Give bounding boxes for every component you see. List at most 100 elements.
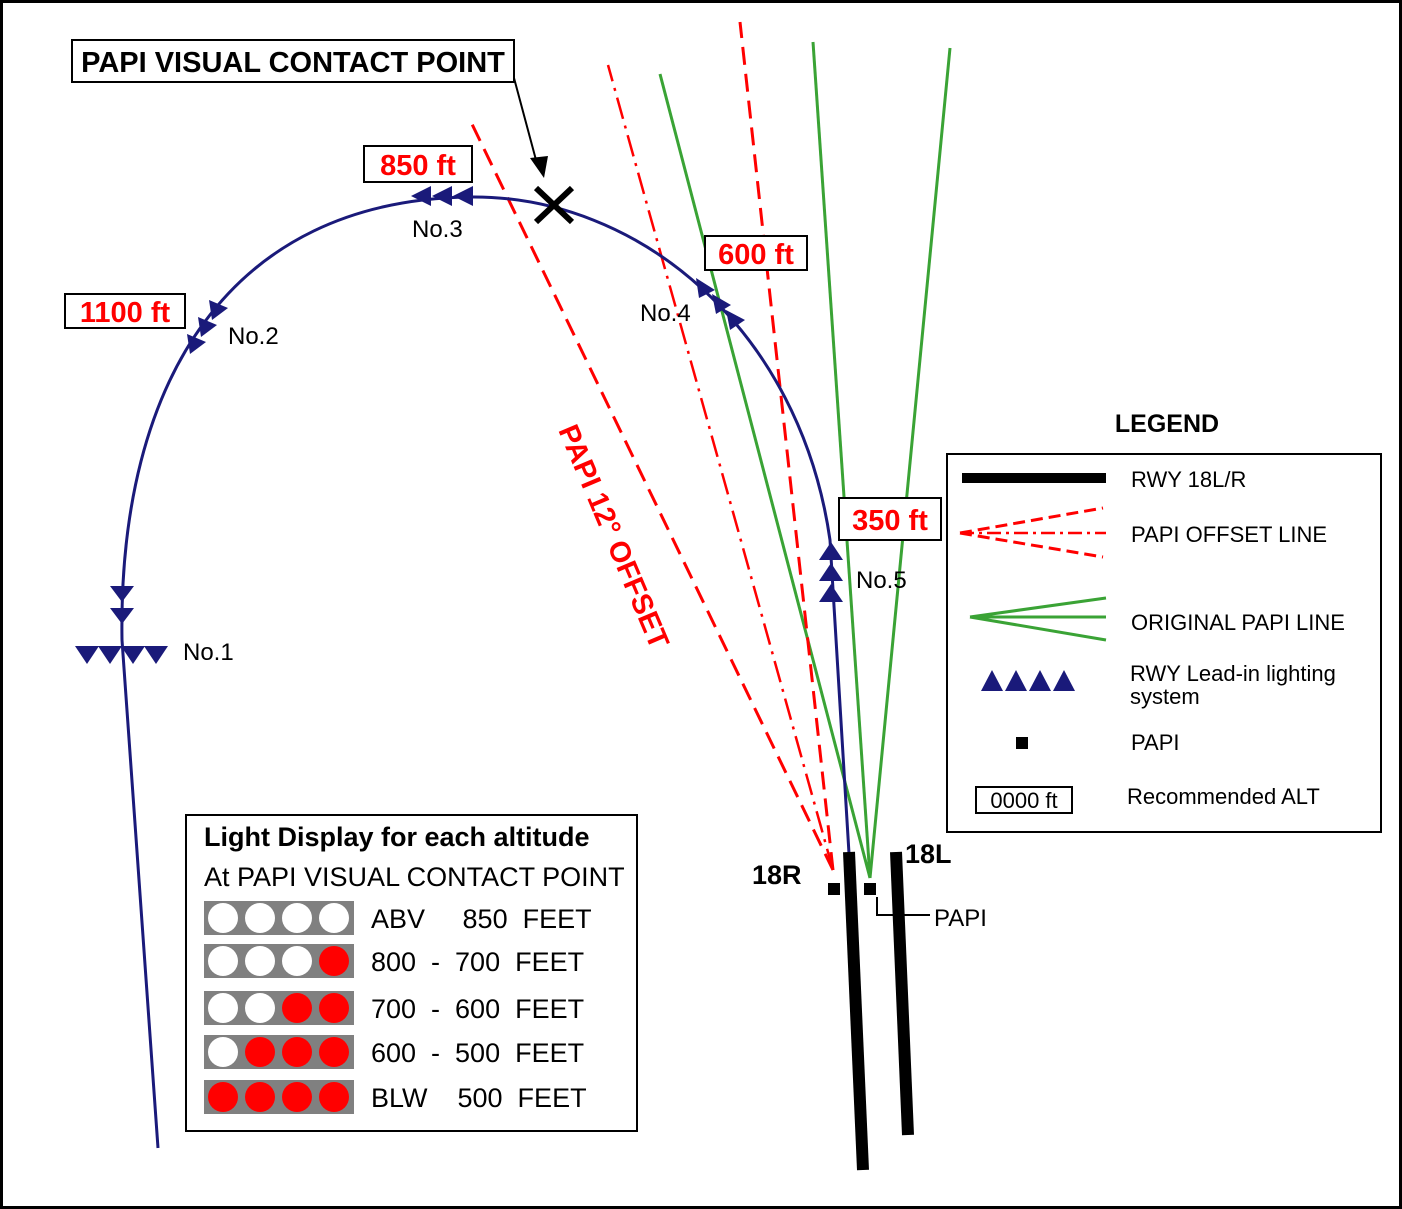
lead-in-no4-light xyxy=(712,294,731,314)
legend-original-symbol xyxy=(969,596,1107,642)
light-display-row-label: ABV 850 FEET xyxy=(371,904,592,934)
lead-in-no3-light xyxy=(432,186,452,206)
lead-in-markers xyxy=(75,186,843,664)
contact-point-x xyxy=(533,185,575,225)
lead-in-no5-light xyxy=(819,563,843,581)
offset-line-left xyxy=(468,119,835,871)
legend-papi-label: PAPI xyxy=(1131,730,1180,755)
legend-lead-in-label: RWY Lead-in lighting xyxy=(1130,661,1336,686)
papi-label: PAPI xyxy=(934,905,987,932)
papi-red-light xyxy=(245,1082,275,1112)
lead-in-no3-light xyxy=(453,186,473,206)
lead-in-label-no3: No.3 xyxy=(412,216,463,243)
papi-red-light xyxy=(245,1037,275,1067)
lead-in-no1-light xyxy=(98,646,122,664)
lead-in-no3-light xyxy=(411,186,431,206)
papi-leader xyxy=(876,897,930,916)
light-display-row-label: 600 - 500 FEET xyxy=(371,1038,584,1068)
legend-title: LEGEND xyxy=(1115,410,1219,438)
legend-offset-label: PAPI OFFSET LINE xyxy=(1131,522,1327,547)
lead-in-label-no1: No.1 xyxy=(183,639,234,666)
offset-line-right xyxy=(738,21,835,871)
altitude-box-1100 xyxy=(64,293,186,329)
papi-white-light xyxy=(208,993,238,1023)
papi-white-light xyxy=(208,946,238,976)
altitude-box-600 xyxy=(704,235,808,271)
title-box xyxy=(71,39,515,83)
legend-alt-sample-box xyxy=(975,786,1073,814)
runway-label-18l: 18L xyxy=(905,839,952,869)
original-papi-lines xyxy=(658,41,952,879)
light-display-row: 600 - 500 FEET xyxy=(204,1035,584,1069)
light-display-title: Light Display for each altitude xyxy=(204,822,590,852)
lead-in-label-no5: No.5 xyxy=(856,567,907,594)
legend-lead-in-symbol xyxy=(981,670,1075,691)
lead-in-label-no4: No.4 xyxy=(640,300,691,327)
papi-white-light xyxy=(319,903,349,933)
papi-red-light xyxy=(319,993,349,1023)
legend-offset-symbol xyxy=(959,506,1106,559)
papi-offset-lines xyxy=(468,21,835,871)
lead-in-no1-light xyxy=(144,646,168,664)
lead-in-no2-light xyxy=(209,300,228,320)
lead-in-no5-light xyxy=(819,542,843,560)
lead-in-no5-light xyxy=(819,584,843,602)
papi-white-light xyxy=(208,903,238,933)
offset-label: PAPI 12° OFFSET xyxy=(552,420,675,654)
papi-red-light xyxy=(319,946,349,976)
lead-in-no4-light xyxy=(696,278,715,298)
legend-box xyxy=(946,453,1382,833)
papi-red-light xyxy=(282,1037,312,1067)
light-display-row: 800 - 700 FEET xyxy=(204,944,584,978)
runway-label-18r: 18R xyxy=(752,860,802,890)
legend-rwy-label: RWY 18L/R xyxy=(1131,467,1246,492)
altitude-1100: 1100 ft xyxy=(80,297,171,329)
page-title: PAPI VISUAL CONTACT POINT xyxy=(81,47,505,79)
light-display-subtitle: At PAPI VISUAL CONTACT POINT xyxy=(204,862,625,892)
lead-in-no2-light xyxy=(198,317,217,337)
original-papi-line-left xyxy=(658,73,872,879)
runway-18l xyxy=(890,851,914,1136)
altitude-box-850 xyxy=(363,145,473,183)
lead-in-no2-light xyxy=(187,334,206,354)
lead-in-label-no2: No.2 xyxy=(228,323,279,350)
papi-18r-marker xyxy=(828,883,840,895)
lead-in-no4-light xyxy=(726,310,745,330)
lead-in-no1-light xyxy=(121,646,145,664)
legend-alt-sample: 0000 ft xyxy=(990,788,1057,813)
papi-white-light xyxy=(245,993,275,1023)
altitude-600: 600 ft xyxy=(718,239,794,271)
light-display-row: BLW 500 FEET xyxy=(204,1080,587,1114)
legend-lead-in-label-2: system xyxy=(1130,684,1200,709)
legend-papi-symbol xyxy=(1016,737,1028,749)
runway-18r xyxy=(843,851,869,1171)
papi-red-light xyxy=(282,993,312,1023)
papi-white-light xyxy=(208,1037,238,1067)
light-display-row-label: 700 - 600 FEET xyxy=(371,994,584,1024)
papi-white-light xyxy=(245,903,275,933)
lead-in-no1-light xyxy=(75,646,99,664)
light-display-row-label: 800 - 700 FEET xyxy=(371,947,584,977)
papi-red-light xyxy=(319,1082,349,1112)
altitude-box-350 xyxy=(838,497,942,541)
altitude-850: 850 ft xyxy=(380,150,456,182)
papi-red-light xyxy=(208,1082,238,1112)
lead-in-no1-arrow xyxy=(110,608,134,624)
contact-pointer-line xyxy=(513,77,537,161)
original-papi-line-right xyxy=(868,47,952,879)
offset-line-center xyxy=(606,64,835,871)
light-display-row-label: BLW 500 FEET xyxy=(371,1083,587,1113)
legend-original-label: ORIGINAL PAPI LINE xyxy=(1131,610,1345,635)
papi-white-light xyxy=(282,903,312,933)
papi-red-light xyxy=(282,1082,312,1112)
altitude-350: 350 ft xyxy=(852,505,928,537)
papi-18l-marker xyxy=(864,883,876,895)
original-papi-line-center xyxy=(811,41,872,879)
lead-in-no1-arrow xyxy=(110,586,134,602)
papi-white-light xyxy=(245,946,275,976)
contact-pointer-arrow xyxy=(530,156,548,178)
light-display-row: 700 - 600 FEET xyxy=(204,991,584,1025)
